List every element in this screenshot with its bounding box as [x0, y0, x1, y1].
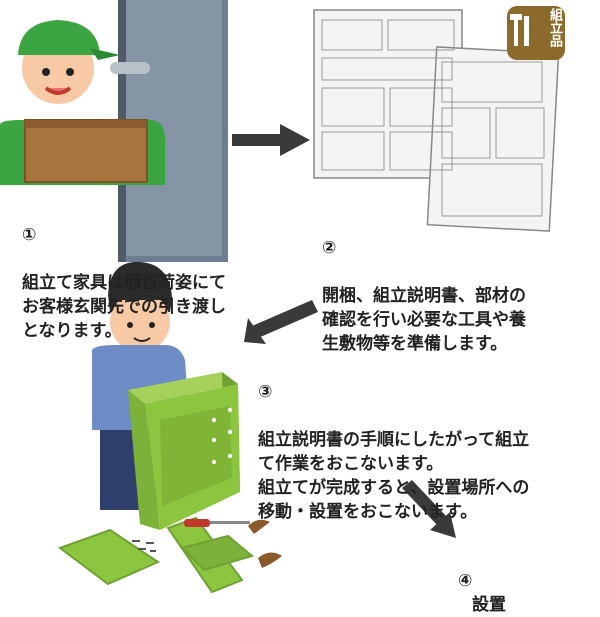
step-2-number: ②	[322, 238, 337, 258]
loose-parts-illustration	[57, 516, 282, 594]
package-box	[24, 119, 148, 183]
step-1-number: ①	[22, 225, 37, 245]
step-3-number: ③	[258, 382, 273, 402]
badge-label: 組立品	[547, 8, 562, 47]
green-shelf-illustration	[128, 372, 240, 530]
step-3-text: 組立説明書の手順にしたがって組立 て作業をおこないます。 組立てが完成すると、設…	[258, 430, 530, 522]
step-2-text: 開梱、組立説明書、部材の 確認を行い必要な工具や養 生敷物等を準備します。	[322, 286, 526, 354]
step-4-number: ④	[458, 571, 473, 591]
step-1-text: 組立て家具は梱包荷姿にて お客様玄関先での引き渡し となります。	[22, 273, 226, 341]
step-3: ③ 組立説明書の手順にしたがって組立 て作業をおこないます。 組立てが完成すると…	[258, 356, 558, 524]
step-4-text: 設置	[472, 595, 506, 615]
illustration-canvas	[0, 0, 565, 594]
step-2: ② 開梱、組立説明書、部材の 確認を行い必要な工具や養 生敷物等を準備します。	[322, 212, 572, 356]
tools-icon	[510, 14, 529, 46]
arrow-right-icon	[232, 124, 310, 156]
step-1: ① 組立て家具は梱包荷姿にて お客様玄関先での引き渡し となります。	[22, 199, 252, 343]
arrow-down-right-icon	[402, 480, 456, 538]
instruction-sheets	[313, 9, 560, 232]
step-4: ④ 設置	[458, 545, 558, 617]
arrow-down-left-icon	[244, 300, 318, 344]
